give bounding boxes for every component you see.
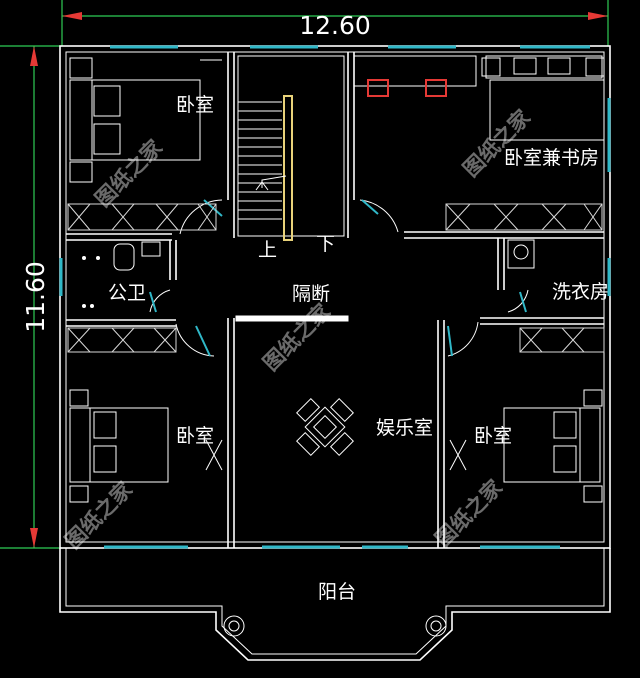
wardrobe-top-right bbox=[445, 203, 603, 231]
wardrobe-bottom-left bbox=[67, 327, 177, 353]
bedroom-study-label: 卧室兼书房 bbox=[504, 147, 599, 169]
wardrobe-bottom-right bbox=[519, 327, 605, 353]
washing-machine-icon bbox=[513, 244, 529, 260]
watermark: 图纸之家 bbox=[459, 104, 536, 181]
chair-icon bbox=[296, 398, 321, 423]
desk-study bbox=[353, 55, 477, 97]
staircase bbox=[237, 55, 345, 241]
public-bathroom-label: 公卫 bbox=[108, 282, 146, 304]
chair-icon bbox=[425, 79, 447, 97]
dim-arrow-top bbox=[30, 46, 38, 66]
bathroom-fixtures bbox=[82, 241, 161, 308]
column-icon bbox=[223, 615, 245, 637]
bed-top-left bbox=[69, 57, 222, 183]
chair-icon bbox=[367, 79, 389, 97]
chair-icon bbox=[329, 431, 354, 456]
wardrobe-top-left bbox=[67, 203, 217, 231]
watermark: 图纸之家 bbox=[91, 134, 168, 211]
stair-down-label: 下 bbox=[316, 233, 335, 255]
width-dimension: 12.60 bbox=[299, 11, 371, 40]
stair-up-label: 上 bbox=[258, 239, 277, 261]
bedroom-top-left-label: 卧室 bbox=[176, 94, 214, 116]
bed-bottom-left bbox=[69, 389, 223, 503]
column-icon bbox=[425, 615, 447, 637]
bedroom-bottom-right-label: 卧室 bbox=[474, 425, 512, 447]
dim-arrow-bottom bbox=[30, 528, 38, 548]
balcony-label: 阳台 bbox=[318, 581, 356, 603]
doors bbox=[149, 199, 529, 357]
laundry-fixtures bbox=[507, 239, 535, 269]
stair-handrail bbox=[283, 95, 293, 241]
bed-bottom-right bbox=[449, 389, 603, 503]
height-dimension: 11.60 bbox=[21, 261, 50, 333]
balcony bbox=[59, 548, 611, 661]
partition-label: 隔断 bbox=[292, 283, 330, 305]
chair-icon bbox=[296, 431, 321, 456]
watermark: 图纸之家 bbox=[431, 474, 508, 551]
dim-arrow-right bbox=[588, 12, 608, 20]
bed-top-right bbox=[481, 55, 605, 141]
watermark: 图纸之家 bbox=[259, 298, 336, 375]
windows bbox=[59, 45, 611, 549]
dimension-lines bbox=[0, 0, 609, 549]
toilet-icon bbox=[113, 243, 135, 271]
mahjong-table bbox=[296, 398, 354, 456]
laundry-label: 洗衣房 bbox=[552, 281, 609, 303]
chair-icon bbox=[329, 398, 354, 423]
dim-arrow-left bbox=[62, 12, 82, 20]
bedroom-bottom-left-label: 卧室 bbox=[176, 425, 214, 447]
entertainment-label: 娱乐室 bbox=[376, 417, 433, 439]
